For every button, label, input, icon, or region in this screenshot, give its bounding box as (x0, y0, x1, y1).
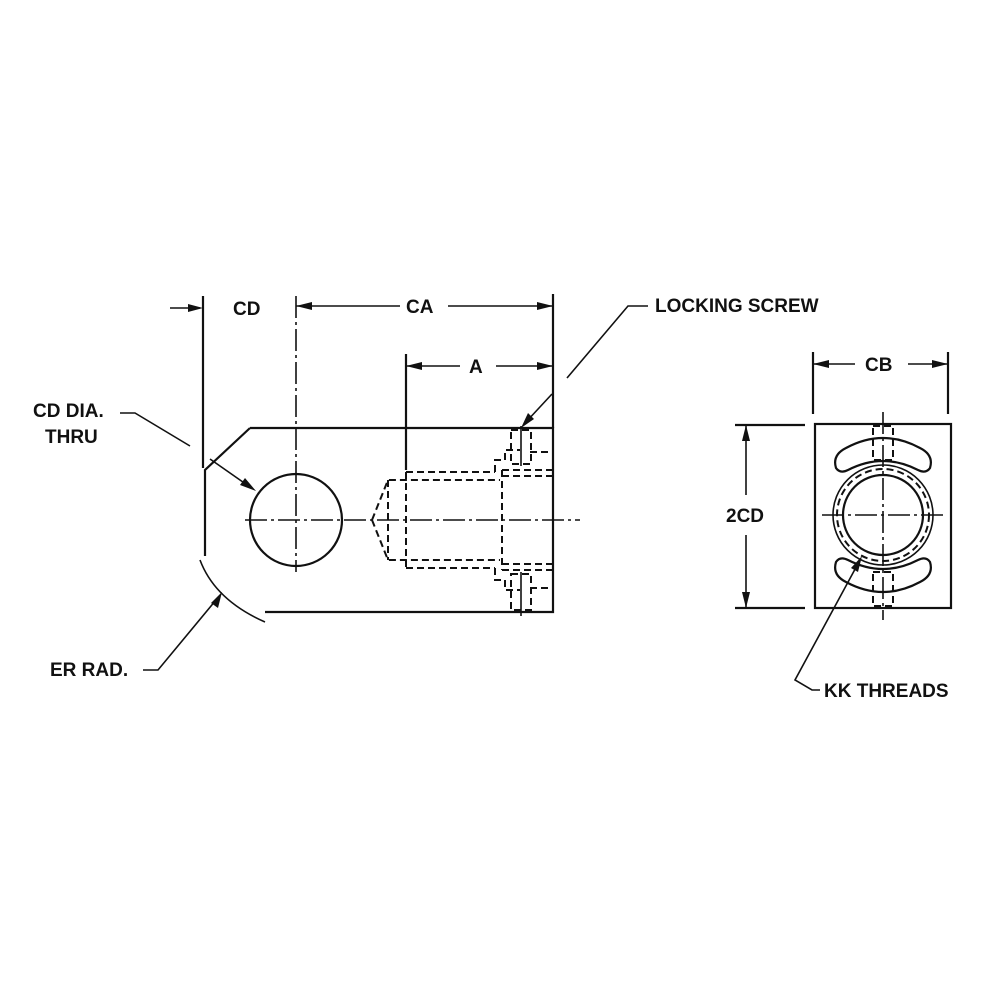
locking-screw-leader-1 (566, 305, 648, 379)
a-arrow-left (406, 362, 422, 370)
cd-dia-label-line1: CD DIA. (33, 401, 104, 422)
kk-threads-arrow (851, 556, 862, 572)
cd-dia-leader-outer (120, 412, 191, 447)
locking-screw-label: LOCKING SCREW (655, 296, 819, 317)
ca-dimension-label: CA (406, 297, 434, 318)
er-radius-arc (199, 559, 266, 623)
2cd-arrow-bottom (742, 592, 750, 608)
end-view-screw-top (872, 425, 894, 461)
ca-arrow-left (296, 302, 312, 310)
locking-screw-bottom (510, 572, 532, 616)
counterbore-top (494, 449, 520, 472)
kk-threads-leader (793, 559, 861, 691)
cd-dimension-label: CD (233, 299, 260, 320)
cd-dia-label-line2: THRU (45, 427, 98, 448)
end-view: CB 2CD KK THREADS (726, 352, 953, 702)
cd-arrow (188, 304, 203, 312)
cb-arrow-right (932, 360, 948, 368)
ca-arrow-right (537, 302, 553, 310)
counterbore-bottom (494, 568, 520, 591)
bore-cone-top (371, 479, 500, 521)
bore-cone-bottom (371, 519, 500, 561)
a-arrow-right (537, 362, 553, 370)
2cd-dimension-label: 2CD (726, 506, 764, 527)
er-rad-label: ER RAD. (50, 660, 128, 681)
side-view: CD CA A LOCKING SCREW CD DIA. THRU ER RA… (33, 294, 819, 681)
er-rad-leader (143, 599, 217, 671)
upper-slot (834, 437, 932, 473)
cb-dimension-label: CB (865, 355, 892, 376)
cd-dia-arrow (240, 478, 256, 491)
a-dimension-label: A (469, 357, 483, 378)
end-view-screw-bottom (872, 571, 894, 607)
locking-screw-top (510, 426, 532, 466)
kk-threads-label: KK THREADS (824, 681, 949, 702)
locking-screw-arrow (521, 413, 534, 428)
er-rad-arrow (211, 592, 222, 608)
2cd-arrow-top (742, 425, 750, 441)
side-view-chamfer (203, 427, 251, 556)
lower-slot (834, 557, 932, 593)
cb-arrow-left (813, 360, 829, 368)
